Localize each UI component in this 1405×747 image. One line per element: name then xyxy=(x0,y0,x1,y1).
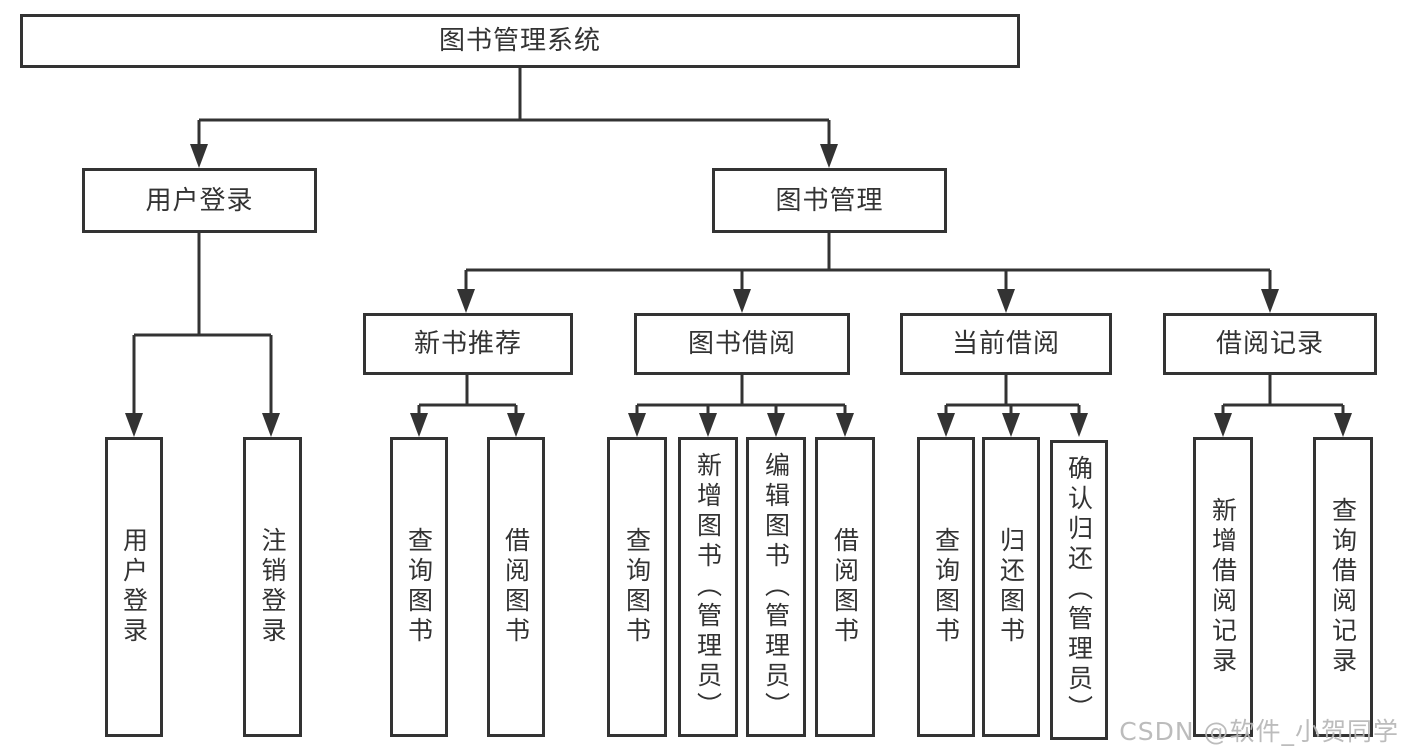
arrow-down-icon xyxy=(1002,413,1020,437)
leaf-edit-books-admin: 编辑图书（管理员） xyxy=(746,437,806,737)
arrow-down-icon xyxy=(1261,289,1279,313)
leaf-edit-books-admin-label: 编辑图书（管理员） xyxy=(761,452,791,722)
node-book-management: 图书管理 xyxy=(712,168,947,233)
node-book-borrow: 图书借阅 xyxy=(634,313,850,375)
leaf-confirm-return-admin: 确认归还（管理员） xyxy=(1050,440,1108,740)
arrow-down-icon xyxy=(410,413,428,437)
connector-currentborrow-to-leaves xyxy=(944,375,1081,417)
arrow-down-icon xyxy=(628,413,646,437)
node-borrow-records: 借阅记录 xyxy=(1163,313,1377,375)
connector-records-to-leaves xyxy=(1221,375,1345,417)
node-new-book-recommend: 新书推荐 xyxy=(363,313,573,375)
leaf-borrow-books-1-label: 借阅图书 xyxy=(501,527,531,647)
leaf-query-books-1: 查询图书 xyxy=(390,437,448,737)
leaf-borrow-books-1: 借阅图书 xyxy=(487,437,545,737)
node-new-book-recommend-label: 新书推荐 xyxy=(413,329,522,359)
connector-newbook-to-leaves xyxy=(417,375,518,417)
arrow-down-icon xyxy=(457,289,475,313)
leaf-query-borrow-record: 查询借阅记录 xyxy=(1313,437,1373,737)
leaf-user-login: 用户登录 xyxy=(105,437,163,737)
arrow-down-icon xyxy=(937,413,955,437)
node-book-borrow-label: 图书借阅 xyxy=(687,329,796,359)
arrow-down-icon xyxy=(125,413,143,437)
arrow-down-icon xyxy=(190,144,208,168)
leaf-add-books-admin-label: 新增图书（管理员） xyxy=(693,452,723,722)
arrow-down-icon xyxy=(1070,413,1088,437)
node-root: 图书管理系统 xyxy=(20,14,1020,68)
leaf-query-books-3: 查询图书 xyxy=(917,437,975,737)
leaf-add-borrow-record-label: 新增借阅记录 xyxy=(1208,497,1238,677)
leaf-logout: 注销登录 xyxy=(243,437,302,737)
connector-bookmgmt-to-level3 xyxy=(464,233,1272,293)
leaf-return-books: 归还图书 xyxy=(982,437,1040,737)
leaf-logout-label: 注销登录 xyxy=(258,527,287,647)
arrowheads xyxy=(125,144,1352,437)
leaf-query-books-3-label: 查询图书 xyxy=(931,527,961,647)
node-user-login-label: 用户登录 xyxy=(145,185,254,216)
node-current-borrow-label: 当前借阅 xyxy=(951,329,1060,359)
leaf-add-borrow-record: 新增借阅记录 xyxy=(1193,437,1253,737)
csdn-watermark: CSDN @软件_小贺同学 xyxy=(1119,717,1399,746)
connector-root-to-level2 xyxy=(197,68,831,148)
node-root-label: 图书管理系统 xyxy=(438,26,601,56)
arrow-down-icon xyxy=(836,413,854,437)
leaf-return-books-label: 归还图书 xyxy=(996,527,1026,647)
node-borrow-records-label: 借阅记录 xyxy=(1215,329,1324,359)
arrow-down-icon xyxy=(1214,413,1232,437)
leaf-query-books-2-label: 查询图书 xyxy=(622,527,652,647)
leaf-user-login-label: 用户登录 xyxy=(119,527,149,647)
connector-bookborrow-to-leaves xyxy=(635,375,847,417)
leaf-query-books-1-label: 查询图书 xyxy=(404,527,434,647)
node-user-login: 用户登录 xyxy=(82,168,317,233)
connector-userlogin-to-leaves xyxy=(132,233,273,417)
node-current-borrow: 当前借阅 xyxy=(900,313,1112,375)
arrow-down-icon xyxy=(1334,413,1352,437)
leaf-add-books-admin: 新增图书（管理员） xyxy=(678,437,738,737)
arrow-down-icon xyxy=(767,413,785,437)
leaf-query-books-2: 查询图书 xyxy=(607,437,667,737)
leaf-borrow-books-2: 借阅图书 xyxy=(815,437,875,737)
arrow-down-icon xyxy=(262,413,280,437)
leaf-confirm-return-admin-label: 确认归还（管理员） xyxy=(1064,455,1094,725)
leaf-borrow-books-2-label: 借阅图书 xyxy=(830,527,860,647)
arrow-down-icon xyxy=(699,413,717,437)
arrow-down-icon xyxy=(997,289,1015,313)
arrow-down-icon xyxy=(733,289,751,313)
node-book-management-label: 图书管理 xyxy=(775,185,884,216)
leaf-query-borrow-record-label: 查询借阅记录 xyxy=(1328,497,1358,677)
arrow-down-icon xyxy=(820,144,838,168)
arrow-down-icon xyxy=(507,413,525,437)
